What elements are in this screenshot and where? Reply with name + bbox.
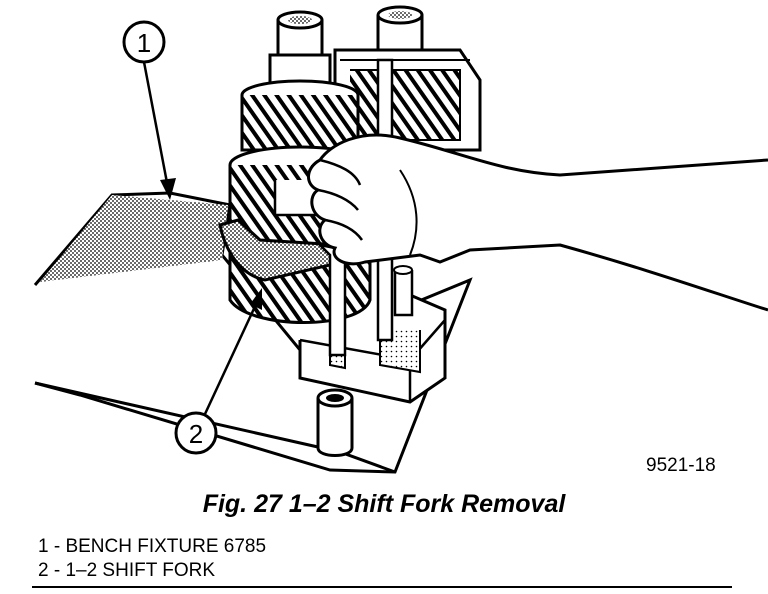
shift-fork-removal-illustration: 1 2 (33, 5, 768, 474)
bench-fixture (33, 191, 473, 474)
technician-hand (307, 133, 768, 312)
legend-divider (32, 586, 732, 588)
legend-item: 2 - 1–2 SHIFT FORK (38, 560, 216, 581)
callout-2-number: 2 (189, 419, 203, 449)
callout-1: 1 (122, 20, 176, 200)
figure-caption: Fig. 27 1–2 Shift Fork Removal (202, 490, 566, 518)
callout-2: 2 (174, 288, 262, 455)
legend-item: 1 - BENCH FIXTURE 6785 (38, 536, 267, 557)
legend: 1 - BENCH FIXTURE 6785 2 - 1–2 SHIFT FOR… (38, 535, 266, 583)
figure-number: 9521-18 (646, 455, 716, 476)
callout-1-number: 1 (137, 28, 151, 58)
